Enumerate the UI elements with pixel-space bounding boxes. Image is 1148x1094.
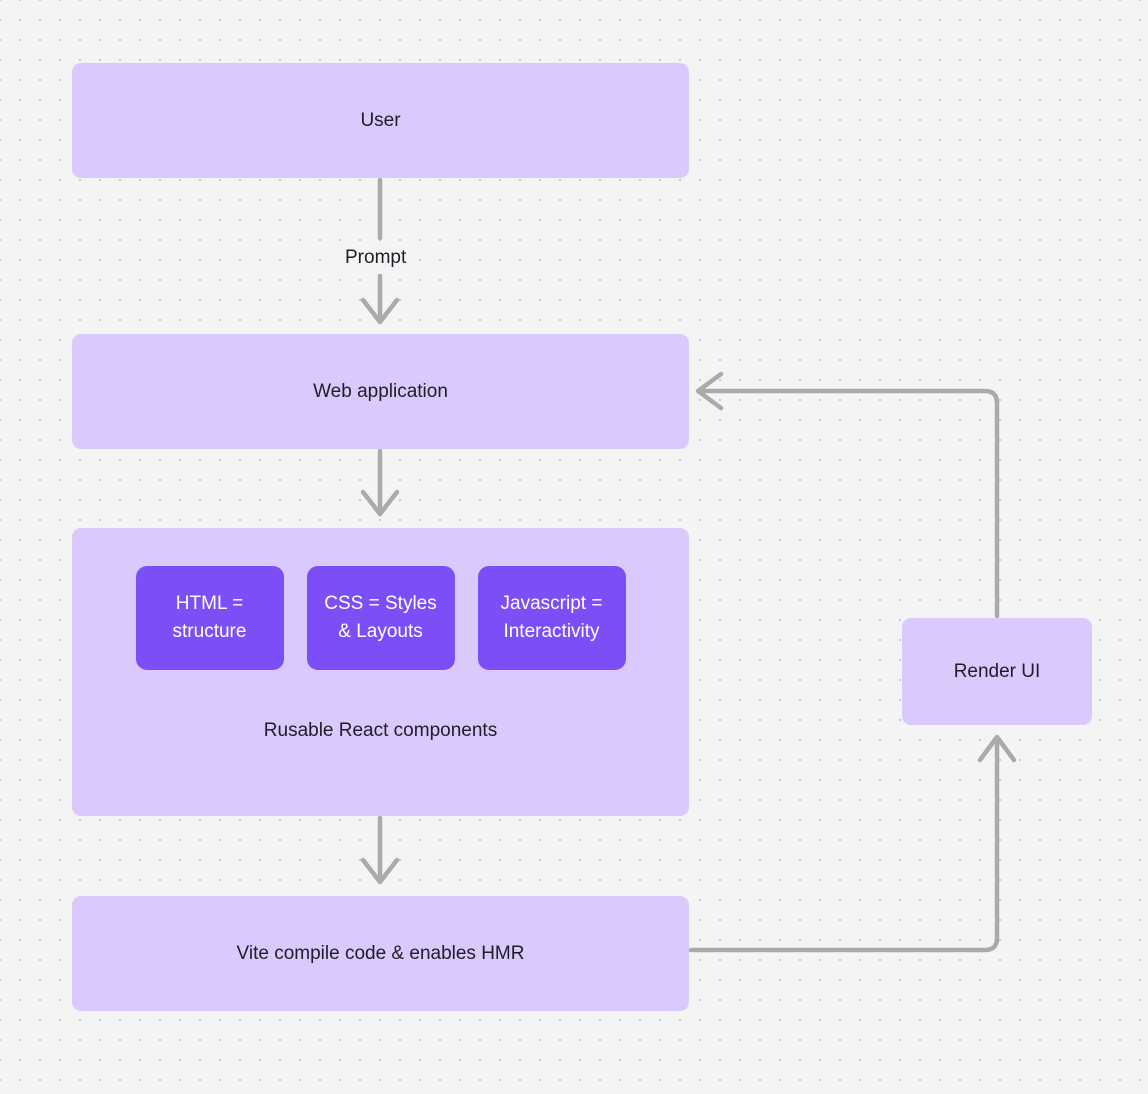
chip-css-line1: CSS = Styles <box>324 592 437 614</box>
edge-vite-to-renderui <box>688 734 1017 953</box>
chip-css-line2: & Layouts <box>338 621 423 642</box>
node-react-components[interactable]: HTML = structure CSS = Styles & Layouts … <box>72 528 689 816</box>
chip-html-line1: HTML = <box>175 592 244 614</box>
node-render-ui-label: Render UI <box>953 660 1041 682</box>
edge-react-to-vite <box>360 815 400 885</box>
node-user[interactable]: User <box>72 63 689 178</box>
node-vite[interactable]: Vite compile code & enables HMR <box>72 896 689 1011</box>
chip-html[interactable]: HTML = structure <box>135 566 284 670</box>
edge-renderui-to-webapp <box>695 371 1000 619</box>
chip-html-line2: structure <box>172 621 247 642</box>
chip-javascript-line1: Javascript = <box>500 592 603 614</box>
edge-webapp-to-react <box>360 448 400 517</box>
node-vite-label: Vite compile code & enables HMR <box>236 942 525 964</box>
node-user-label: User <box>360 109 401 131</box>
chip-javascript-line2: Interactivity <box>503 621 600 642</box>
node-web-application[interactable]: Web application <box>72 334 689 449</box>
chip-javascript[interactable]: Javascript = Interactivity <box>477 566 626 670</box>
node-react-components-caption: Rusable React components <box>263 720 498 741</box>
edge-label-prompt: Prompt <box>338 245 414 271</box>
node-web-application-label: Web application <box>313 380 448 402</box>
chip-row: HTML = structure CSS = Styles & Layouts … <box>72 566 689 670</box>
chip-css[interactable]: CSS = Styles & Layouts <box>306 566 455 670</box>
node-render-ui[interactable]: Render UI <box>902 618 1092 725</box>
